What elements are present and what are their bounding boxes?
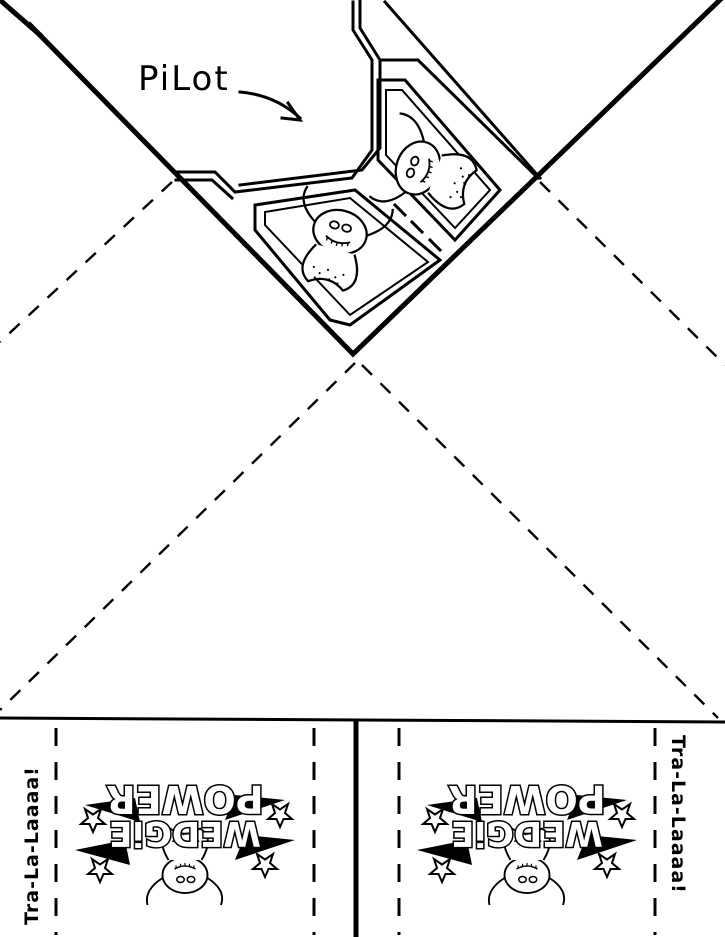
cockpit-window-upper	[376, 78, 502, 243]
wedgie-power-logo-right: WEDGiE POWER	[417, 776, 637, 906]
curved-arrow-icon	[238, 90, 304, 122]
logo-line2-right: POWER	[448, 777, 605, 821]
dashed-fold-lines	[0, 181, 725, 719]
main-fold-outline	[26, 0, 724, 358]
cockpit-window-lower	[253, 188, 443, 327]
pilot-label: PiLot	[138, 59, 230, 99]
logo-line2-left: POWER	[106, 777, 263, 821]
wedgie-power-logo-left: WEDGiE POWER	[75, 776, 295, 906]
right-side-text: Tra-La-Laaaa!	[667, 735, 689, 894]
logo-line1-right: WEDGiE	[451, 813, 603, 853]
bottom-strip	[0, 716, 725, 937]
logo-line1-left: WEDGiE	[109, 813, 261, 853]
cockpit-fold-area	[0, 0, 724, 358]
left-side-text: Tra-La-Laaaa!	[21, 766, 43, 925]
cockpit-frame	[174, 0, 374, 194]
